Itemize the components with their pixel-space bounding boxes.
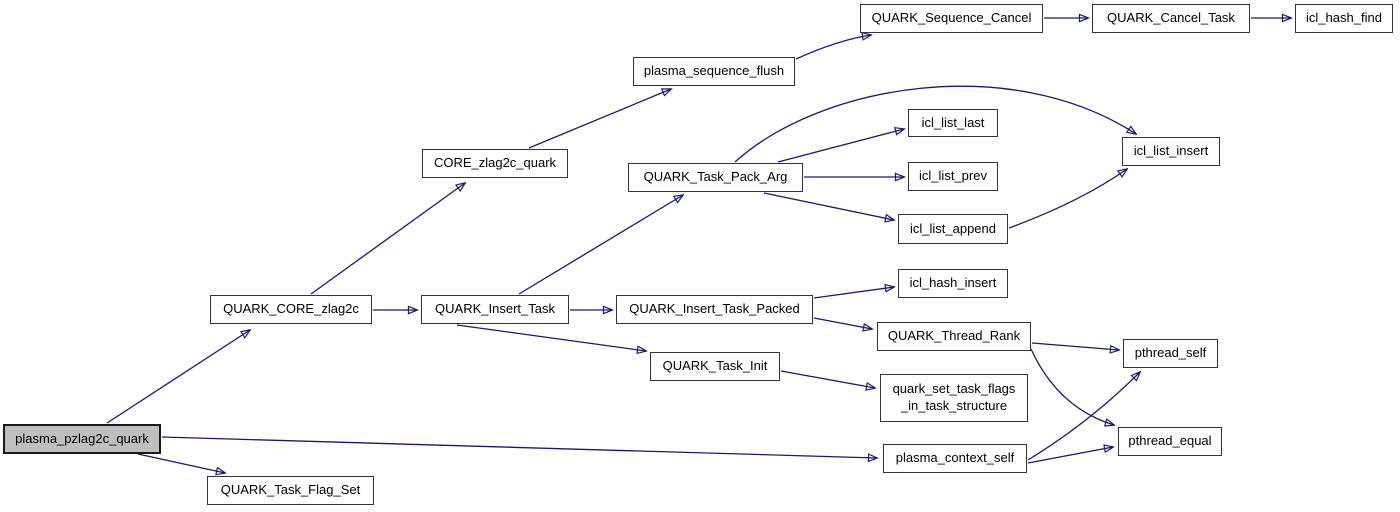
edge-QUARK_CORE_zlag2c-CORE_zlag2c_quark [310, 183, 465, 295]
edge-QUARK_Insert_Task-QUARK_Task_Init [456, 324, 646, 351]
node-label: QUARK_Sequence_Cancel [871, 10, 1032, 26]
node-icl-list-insert[interactable]: icl_list_insert [1122, 137, 1220, 166]
node-label: icl_list_append [909, 220, 996, 236]
node-quark-insert-task[interactable]: QUARK_Insert_Task [421, 295, 569, 324]
node-label: pthread_self [1134, 345, 1207, 361]
node-label: icl_list_insert [1133, 143, 1209, 159]
node-label: icl_hash_find [1306, 10, 1382, 26]
node-plasma-context-self[interactable]: plasma_context_self [883, 444, 1027, 473]
node-quark-task-flag-set[interactable]: QUARK_Task_Flag_Set [207, 476, 374, 505]
node-label: plasma_sequence_flush [643, 63, 785, 79]
node-quark-task-init[interactable]: QUARK_Task_Init [650, 352, 780, 381]
node-label: QUARK_Insert_Task_Packed [629, 301, 800, 317]
node-label: QUARK_Cancel_Task [1107, 10, 1235, 26]
edge-plasma_pzlag2c_quark-plasma_context_self [161, 436, 877, 458]
edge-QUARK_Insert_Task_Packed-QUARK_Thread_Rank [813, 317, 872, 329]
node-quark-core-zlag2c[interactable]: QUARK_CORE_zlag2c [210, 295, 372, 324]
node-label: QUARK_Task_Pack_Arg [643, 169, 788, 185]
node-label: CORE_zlag2c_quark [433, 155, 557, 171]
node-plasma-sequence-flush[interactable]: plasma_sequence_flush [633, 57, 795, 86]
edge-icl_list_append-icl_list_insert [1008, 169, 1127, 229]
node-label: QUARK_Thread_Rank [887, 328, 1021, 344]
edge-QUARK_Task_Pack_Arg-icl_list_insert [734, 85, 1136, 163]
node-pthread-equal[interactable]: pthread_equal [1118, 427, 1222, 456]
edge-QUARK_Thread_Rank-pthread_self [1031, 342, 1119, 350]
node-label: QUARK_Insert_Task [435, 301, 555, 317]
node-pthread-self[interactable]: pthread_self [1123, 339, 1218, 368]
node-label: icl_list_last [921, 114, 985, 130]
node-label: icl_hash_insert [909, 275, 997, 291]
node-icl-hash-insert[interactable]: icl_hash_insert [898, 269, 1008, 298]
edge-plasma_pzlag2c_quark-QUARK_Task_Flag_Set [137, 453, 225, 473]
node-label: plasma_context_self [895, 450, 1015, 466]
node-core-zlag2c-quark[interactable]: CORE_zlag2c_quark [422, 149, 568, 178]
edge-plasma_context_self-pthread_equal [1027, 447, 1113, 464]
node-label: QUARK_Task_Init [662, 358, 768, 374]
node-label: QUARK_CORE_zlag2c [223, 301, 359, 317]
node-quark-task-pack-arg[interactable]: QUARK_Task_Pack_Arg [628, 163, 803, 192]
node-quark-thread-rank[interactable]: QUARK_Thread_Rank [877, 322, 1031, 351]
edge-CORE_zlag2c_quark-plasma_sequence_flush [528, 89, 671, 149]
node-icl-list-append[interactable]: icl_list_append [898, 214, 1008, 244]
edge-plasma_context_self-pthread_self [1027, 372, 1140, 461]
node-label: pthread_equal [1128, 433, 1212, 449]
node-quark-insert-task-packed[interactable]: QUARK_Insert_Task_Packed [616, 295, 813, 324]
node-icl-list-last[interactable]: icl_list_last [908, 109, 998, 137]
edge-plasma_pzlag2c_quark-QUARK_CORE_zlag2c [106, 330, 250, 424]
node-icl-hash-find[interactable]: icl_hash_find [1295, 4, 1393, 33]
node-quark-set-task-flags-in-task-structure[interactable]: quark_set_task_flags _in_task_structure [880, 374, 1028, 422]
edge-plasma_sequence_flush-QUARK_Sequence_Cancel [795, 35, 871, 60]
node-icl-list-prev[interactable]: icl_list_prev [908, 162, 998, 191]
edge-QUARK_Insert_Task-QUARK_Task_Pack_Arg [518, 195, 683, 295]
node-quark-sequence-cancel[interactable]: QUARK_Sequence_Cancel [860, 4, 1043, 33]
edge-QUARK_Task_Init-quark_set_task_flags_in_task_structure [780, 370, 875, 388]
edge-QUARK_Task_Pack_Arg-icl_list_append [763, 192, 894, 220]
node-label: quark_set_task_flags _in_task_structure [892, 381, 1016, 413]
node-plasma-pzlag2c-quark: plasma_pzlag2c_quark [3, 424, 161, 454]
edge-QUARK_Insert_Task_Packed-icl_hash_insert [813, 287, 894, 299]
node-label: icl_list_prev [919, 168, 987, 184]
edge-QUARK_Thread_Rank-pthread_equal [1030, 348, 1114, 425]
node-label: QUARK_Task_Flag_Set [220, 482, 361, 498]
edge-QUARK_Task_Pack_Arg-icl_list_last [777, 129, 904, 163]
node-label: plasma_pzlag2c_quark [15, 430, 149, 446]
node-quark-cancel-task[interactable]: QUARK_Cancel_Task [1092, 4, 1250, 33]
